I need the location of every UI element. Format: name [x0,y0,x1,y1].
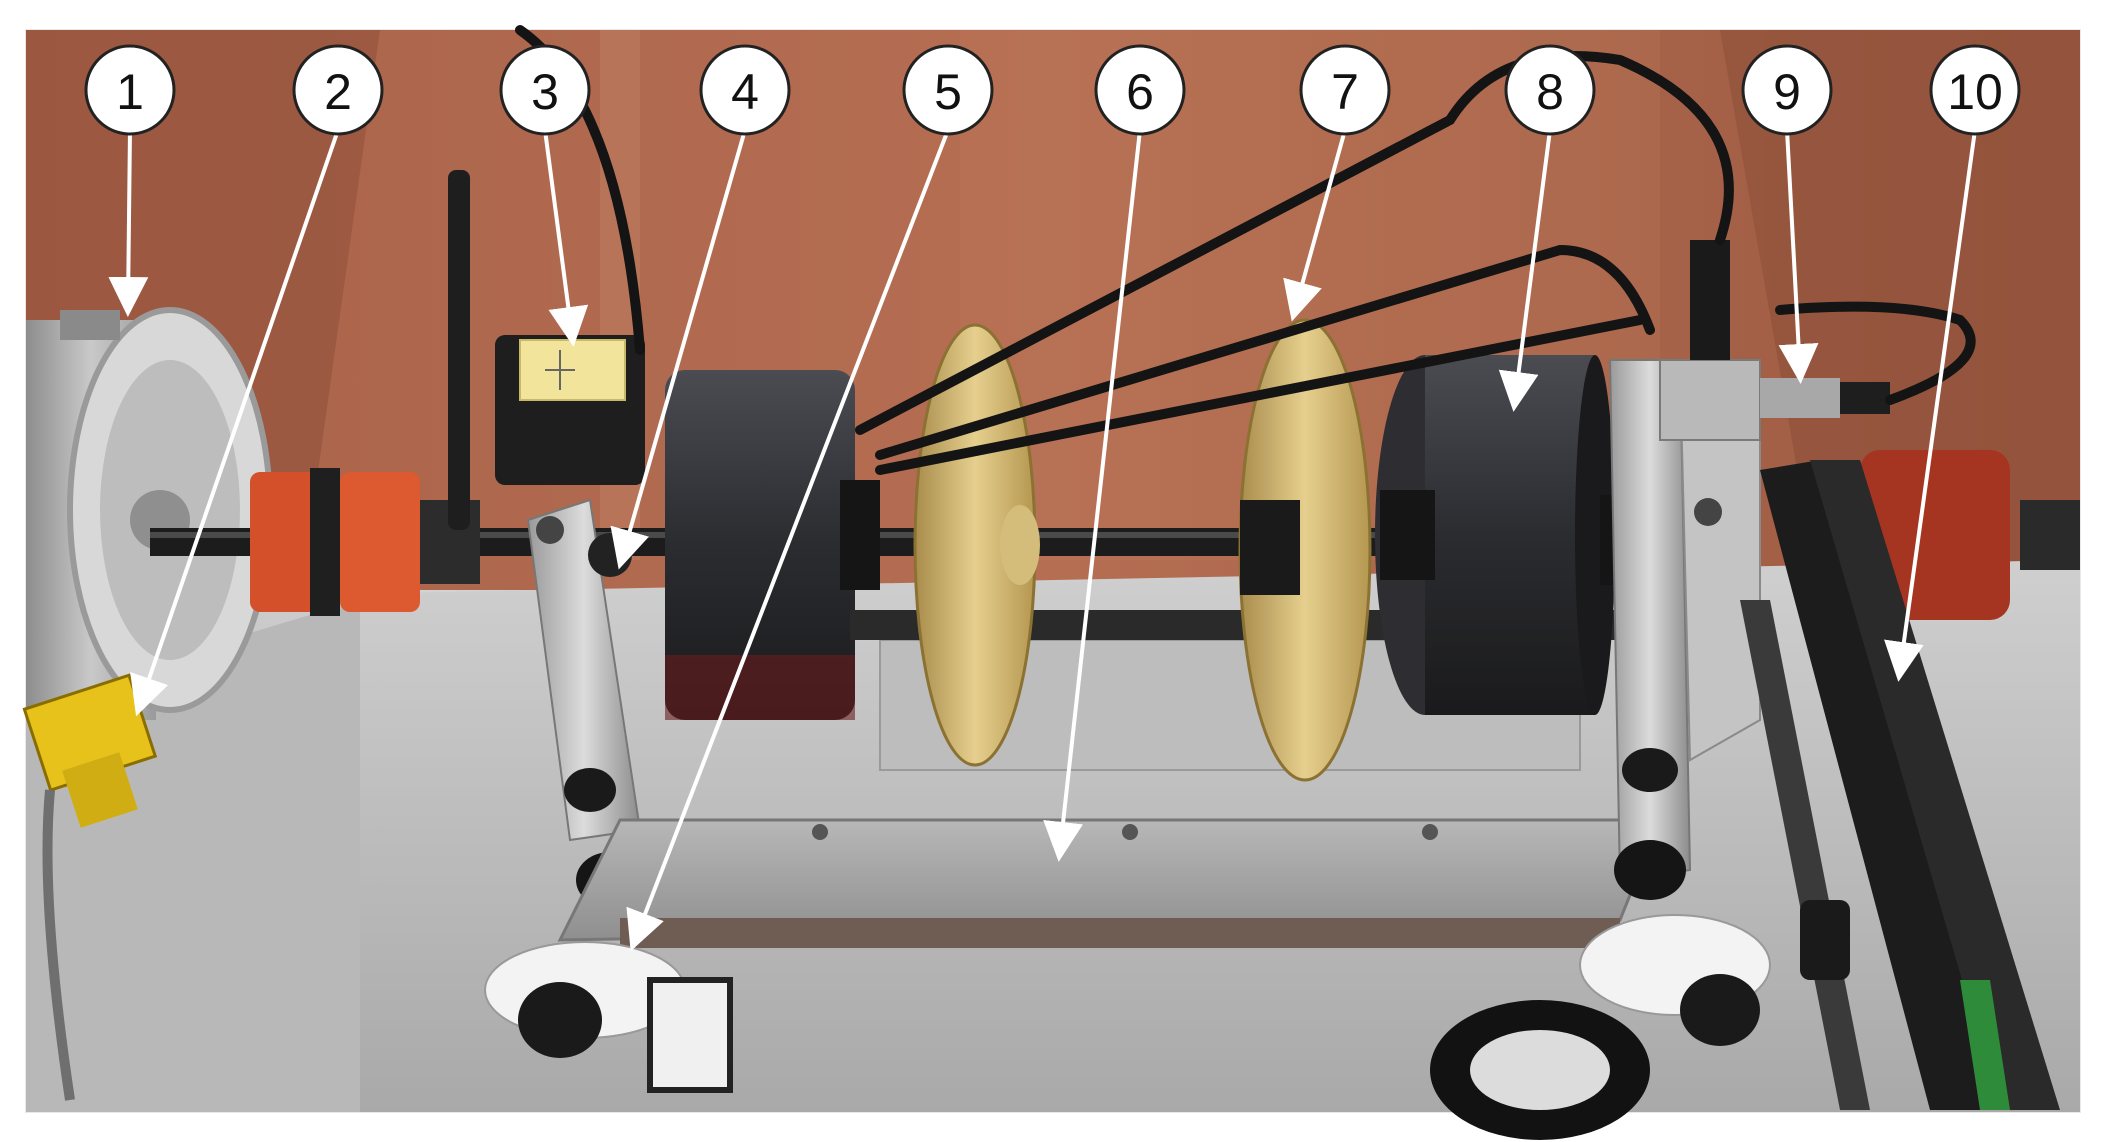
dial-right [1430,914,1771,1140]
dial-left [484,941,733,1093]
antenna [448,170,470,530]
callout-3: 3 [499,44,591,136]
accelerometer [1659,240,1890,441]
brass-disk-right [1238,318,1372,782]
callout-10: 10 [1929,44,2021,136]
callout-label: 6 [1126,64,1154,120]
sensor-box [495,335,645,485]
callout-arrows [108,129,1977,952]
callout-label: 4 [731,64,759,120]
callout-9: 9 [1741,44,1833,136]
callout-label: 5 [934,64,962,120]
callout-label: 10 [1947,64,2003,120]
photo [22,25,2081,1140]
callout-markers: 1 2 3 4 5 6 7 8 [84,44,2021,136]
orange-coupling [250,468,480,616]
callout-label: 9 [1773,64,1801,120]
yellow-sensor [22,673,158,1101]
callout-label: 7 [1331,64,1359,120]
callout-4: 4 [699,44,791,136]
callout-1: 1 [84,44,176,136]
callout-8: 8 [1504,44,1596,136]
callout-label: 1 [116,64,144,120]
callout-label: 8 [1536,64,1564,120]
callout-label: 2 [324,64,352,120]
sensor-cables [515,25,1976,475]
callout-5: 5 [902,44,994,136]
motor [26,307,273,720]
callout-6: 6 [1094,44,1186,136]
left-mass [665,370,880,720]
callout-2: 2 [292,44,384,136]
belt-drive [1740,450,2080,1110]
right-mass [1375,355,1645,715]
callout-label: 3 [531,64,559,120]
right-bracket [1608,359,1761,900]
callout-7: 7 [1299,44,1391,136]
